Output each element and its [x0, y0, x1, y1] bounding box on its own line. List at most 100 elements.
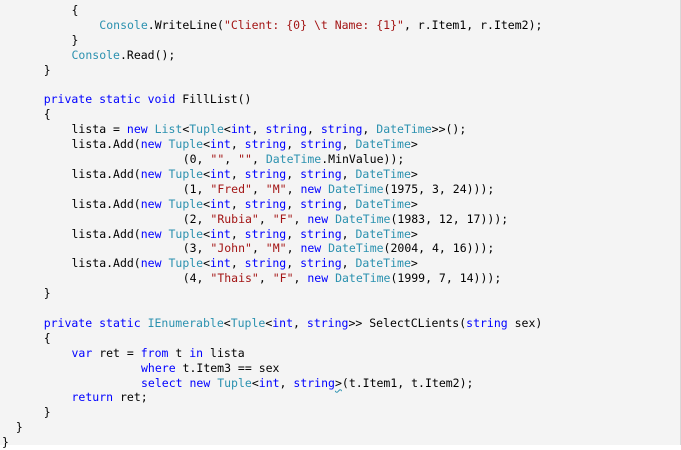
code-token: from [140, 345, 169, 360]
code-token: , [230, 137, 245, 152]
code-token: < [203, 137, 211, 152]
code-token: Tuple [168, 226, 204, 241]
code-line[interactable]: (0, "", "", DateTime.MinValue)); [183, 152, 405, 167]
code-token: , [293, 211, 308, 226]
code-token [141, 92, 148, 106]
code-token: new [140, 226, 162, 241]
code-token: , [341, 196, 356, 211]
code-token: , [341, 226, 356, 241]
code-token: new [189, 375, 211, 390]
code-token: , [286, 226, 301, 241]
code-token: < [182, 122, 190, 137]
code-token: < [251, 375, 259, 390]
code-line[interactable]: private static void FillList() [44, 92, 252, 107]
code-token: new [140, 196, 162, 211]
code-token: } [15, 420, 23, 435]
code-line[interactable]: { [44, 107, 51, 122]
code-token: Tuple [189, 122, 224, 137]
code-token: lista.Add( [71, 196, 141, 211]
code-line[interactable]: lista = new List<Tuple<int, string, stri… [72, 122, 467, 137]
code-token: "F" [272, 211, 294, 226]
code-token: > [410, 196, 418, 211]
code-token: Console [99, 17, 148, 32]
code-line[interactable]: return ret; [72, 390, 148, 405]
code-line[interactable]: { [72, 3, 79, 18]
code-line[interactable]: lista.Add(new Tuple<int, string, string,… [72, 167, 418, 182]
code-token: "" [210, 152, 225, 166]
code-token: , [362, 122, 377, 137]
code-line[interactable]: (1, "Fred", "M", new DateTime(1975, 3, 2… [183, 182, 495, 197]
code-line[interactable]: lista.Add(new Tuple<int, string, string,… [72, 227, 418, 242]
code-line[interactable]: { [44, 331, 51, 346]
code-token: DateTime [335, 271, 391, 286]
code-line[interactable]: var ret = from t in lista [72, 346, 245, 361]
code-token: { [43, 107, 51, 122]
code-token: "Client: {0} \t Name: {1}" [223, 17, 404, 32]
code-token: < [223, 315, 231, 330]
code-token: , [286, 196, 301, 211]
code-token: lista = [71, 122, 127, 137]
code-line[interactable]: where t.Item3 == sex [141, 361, 279, 376]
code-token: , [230, 226, 245, 241]
code-token: List [154, 122, 183, 137]
code-token: , [251, 152, 266, 166]
code-token: { [71, 3, 79, 17]
code-token: int [210, 166, 231, 181]
code-token: string [244, 137, 287, 152]
code-line[interactable]: } [44, 405, 51, 420]
code-token: string [300, 256, 342, 271]
code-line[interactable]: lista.Add(new Tuple<int, string, string,… [72, 256, 418, 271]
code-line[interactable]: (2, "Rubia", "F", new DateTime(1983, 12,… [183, 212, 508, 227]
code-token: "Fred" [210, 181, 252, 196]
code-line[interactable]: } [44, 63, 51, 78]
code-line[interactable]: (4, "Thais", "F", new DateTime(1999, 7, … [183, 271, 502, 286]
code-line[interactable]: } [16, 420, 23, 435]
code-line[interactable]: (3, "John", "M", new DateTime(2004, 4, 1… [183, 241, 495, 256]
code-token: , [341, 166, 356, 181]
code-token [148, 122, 155, 136]
code-token: "F" [272, 271, 294, 286]
code-token: < [203, 256, 211, 271]
code-token: new [300, 241, 322, 256]
code-token: t [168, 345, 190, 360]
code-token: , [258, 211, 273, 226]
code-token: , [293, 271, 308, 286]
code-token: string [293, 375, 335, 390]
code-token: , r.Item1, r.Item2); [403, 17, 543, 32]
code-token: Tuple [168, 196, 204, 211]
code-token: > [410, 166, 418, 181]
code-token: (t.Item1, t.Item2); [341, 375, 474, 390]
code-token: (0, [182, 152, 211, 166]
code-token: "M" [265, 241, 287, 256]
code-token [141, 316, 148, 330]
code-line[interactable]: Console.WriteLine("Client: {0} \t Name: … [99, 18, 542, 33]
code-token: DateTime [355, 166, 411, 181]
code-line[interactable]: } [2, 435, 9, 450]
code-token: < [203, 196, 211, 211]
code-token: t.Item3 == sex [175, 360, 280, 375]
code-token: FillList() [175, 92, 252, 107]
code-token: } [2, 435, 9, 450]
code-token: int [210, 137, 231, 152]
code-line[interactable]: lista.Add(new Tuple<int, string, string,… [72, 137, 418, 152]
code-token: > [334, 375, 342, 390]
code-line[interactable]: Console.Read(); [72, 48, 176, 63]
code-token: string [244, 226, 287, 241]
code-token: } [43, 286, 51, 301]
code-token: int [272, 315, 294, 330]
code-token: (2004, 4, 16))); [383, 241, 495, 256]
code-token: DateTime [265, 152, 322, 166]
code-line[interactable]: } [44, 286, 51, 301]
code-token: "John" [210, 241, 252, 256]
code-line[interactable]: private static IEnumerable<Tuple<int, st… [44, 316, 543, 331]
code-line[interactable]: select new Tuple<int, string>(t.Item1, t… [141, 376, 473, 391]
code-token: DateTime [355, 196, 411, 211]
code-line[interactable]: } [72, 33, 79, 48]
code-line[interactable]: lista.Add(new Tuple<int, string, string,… [72, 197, 418, 212]
code-token: (2, [182, 211, 211, 226]
code-token: .Read(); [119, 47, 176, 62]
code-token: string [300, 196, 342, 211]
code-token: lista.Add( [71, 226, 141, 241]
code-token: static [99, 315, 141, 330]
